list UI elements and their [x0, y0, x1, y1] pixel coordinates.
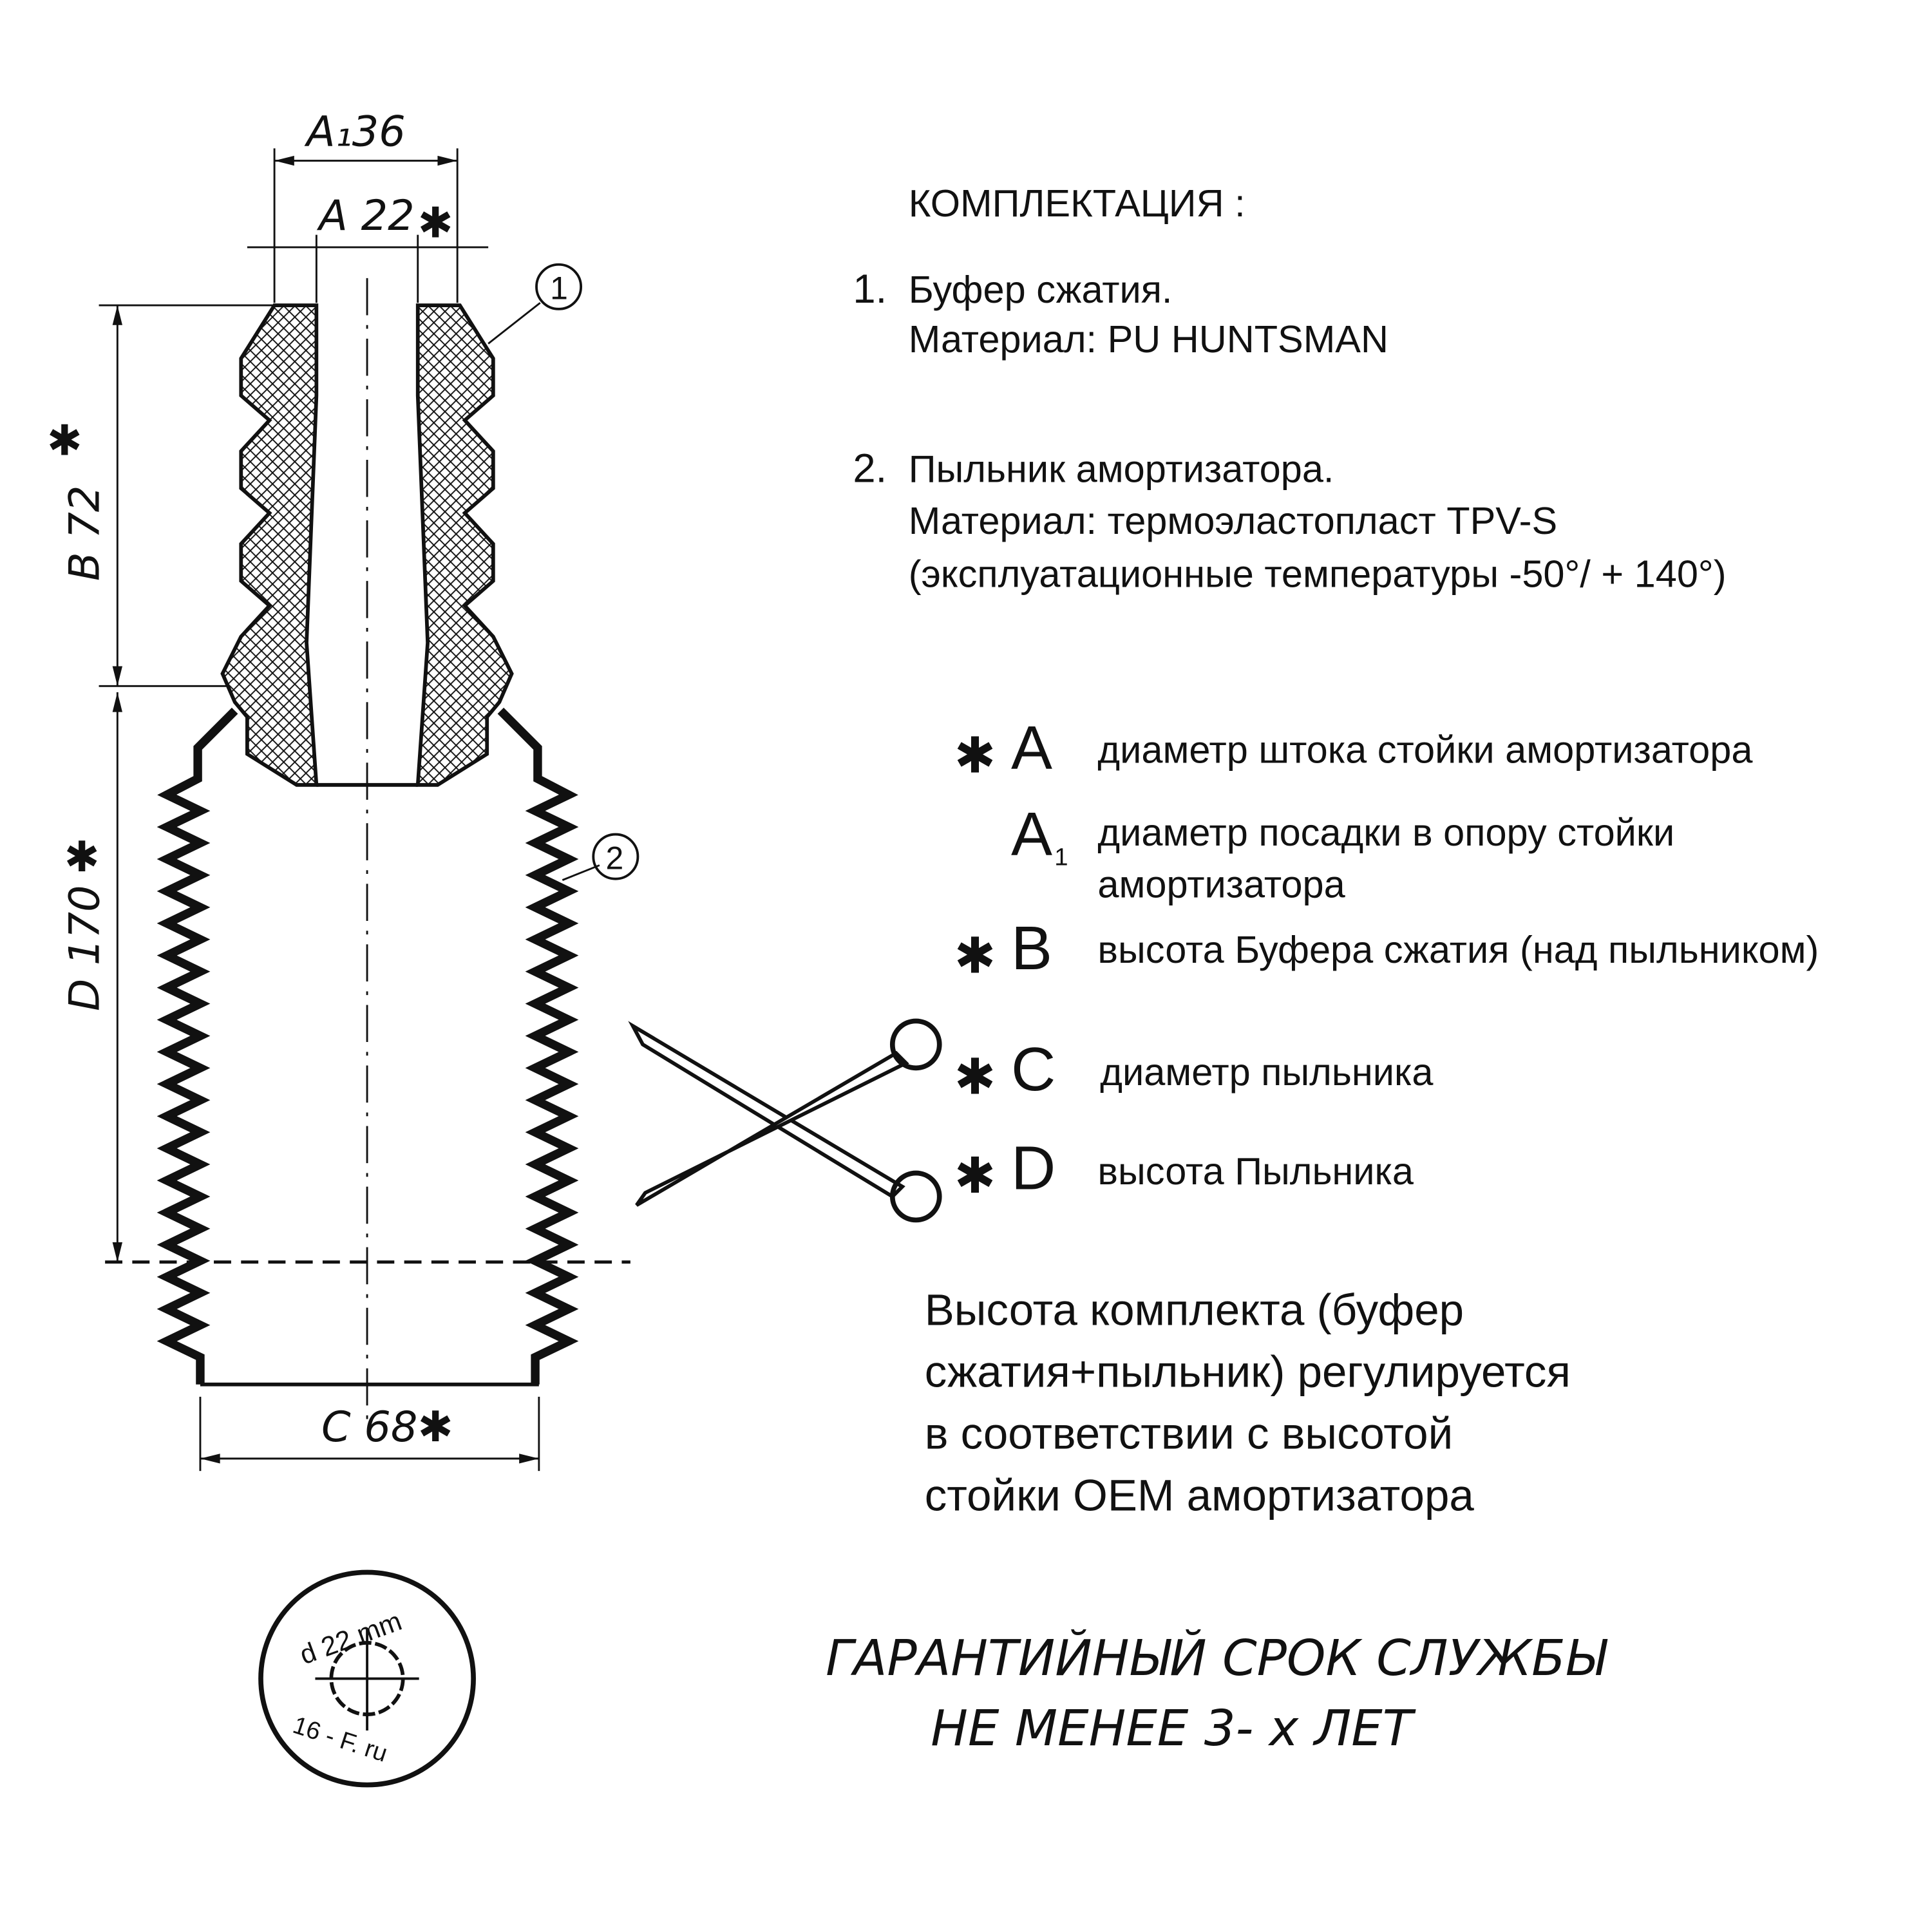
dim-b-label: B 72: [61, 486, 109, 582]
legend-letter: D: [1011, 1133, 1056, 1202]
kit-title: КОМПЛЕКТАЦИЯ :: [909, 182, 1245, 225]
item-1-material: Материал: PU HUNTSMAN: [909, 317, 1388, 361]
star-icon: ✱: [418, 1403, 453, 1450]
legend-letter: B: [1011, 914, 1052, 983]
callout-1-circle: [535, 263, 583, 310]
item-2-material: Материал: термоэластопласт TPV-S: [909, 499, 1557, 542]
callout-1: 1: [550, 270, 568, 306]
legend-text: амортизатора: [1097, 862, 1345, 905]
star-icon: ✱: [954, 929, 996, 984]
item-2-temperature: (эксплуатационные температуры -50°/ + 14…: [909, 553, 1727, 596]
stamp-top-text: d 22 mm: [296, 1605, 405, 1670]
warranty-line: ГАРАНТИЙНЫЙ СРОК СЛУЖБЫ: [826, 1629, 1608, 1687]
note-line: Высота комплекта (буфер: [925, 1285, 1464, 1335]
star-icon: ✱: [954, 729, 996, 784]
dim-c-label: C 68: [321, 1403, 417, 1452]
legend-text: высота Буфера сжатия (над пыльником): [1097, 928, 1819, 971]
legend-letter: C: [1011, 1035, 1056, 1104]
star-icon: ✱: [418, 200, 453, 247]
star-icon: ✱: [47, 417, 82, 464]
stamp-bottom-text: 16 - F. ru: [290, 1711, 391, 1768]
legend-subscript: 1: [1054, 844, 1068, 871]
dimensions: [99, 148, 600, 1472]
legend-letter: A: [1011, 714, 1052, 782]
note-line: сжатия+пыльник) регулируется: [925, 1347, 1571, 1397]
item-2-name: Пыльник амортизатора.: [909, 448, 1334, 491]
buffer-right-section: [415, 303, 514, 787]
legend-letter: A: [1011, 800, 1052, 869]
item-2-number: 2.: [853, 446, 887, 491]
star-icon: ✱: [64, 833, 100, 880]
callout-2: 2: [605, 840, 623, 876]
dim-a-label: A 22: [316, 191, 414, 240]
note-line: в соответствии с высотой: [925, 1408, 1453, 1459]
callout-2-circle: [592, 833, 639, 880]
legend-text: диаметр пыльника: [1100, 1050, 1434, 1094]
star-icon: ✱: [954, 1149, 996, 1204]
legend: ✱ A диаметр штока стойки амортизатора A …: [954, 714, 1819, 1204]
scissors-icon: [628, 1018, 942, 1223]
dim-d-label: D 170: [61, 886, 109, 1012]
boot-right-wall: [497, 707, 579, 1385]
stamp: d 22 mm 16 - F. ru: [258, 1569, 476, 1788]
dim-a1-label: A₁36: [304, 107, 406, 156]
dimension-arrows: [112, 155, 539, 1464]
legend-text: диаметр штока стойки амортизатора: [1097, 728, 1753, 771]
legend-text: диаметр посадки в опору стойки: [1097, 811, 1674, 854]
item-1-name: Буфер сжатия.: [909, 268, 1173, 311]
boot-left-wall: [156, 707, 238, 1385]
note-line: стойки ОЕМ амортизатора: [925, 1470, 1475, 1520]
star-icon: ✱: [954, 1050, 996, 1105]
legend-text: высота Пыльника: [1097, 1150, 1414, 1193]
buffer-left-section: [220, 303, 319, 787]
dust-boot: [156, 707, 579, 1387]
warranty-line: НЕ МЕНЕЕ 3- х ЛЕТ: [931, 1700, 1416, 1757]
item-1-number: 1.: [853, 267, 887, 312]
